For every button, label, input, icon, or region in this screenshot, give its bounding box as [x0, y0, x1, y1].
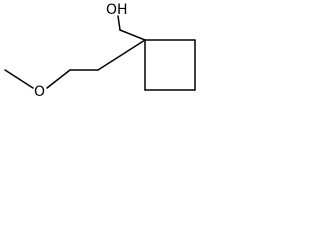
structure-diagram: OH O: [0, 0, 204, 102]
bond-quaternary-to-ch2: [119, 29, 146, 41]
ether-oxygen-label: O: [34, 84, 45, 100]
hydroxyl-label: OH: [106, 2, 128, 18]
bond-ch2-to-oh: [117, 15, 121, 31]
bond-ch2-to-ether-o: [46, 69, 71, 89]
bond-quaternary-to-chain: [97, 39, 146, 71]
molecule-structure: OH O: [4, 2, 196, 100]
bond-ether-o-to-methyl: [4, 69, 34, 89]
